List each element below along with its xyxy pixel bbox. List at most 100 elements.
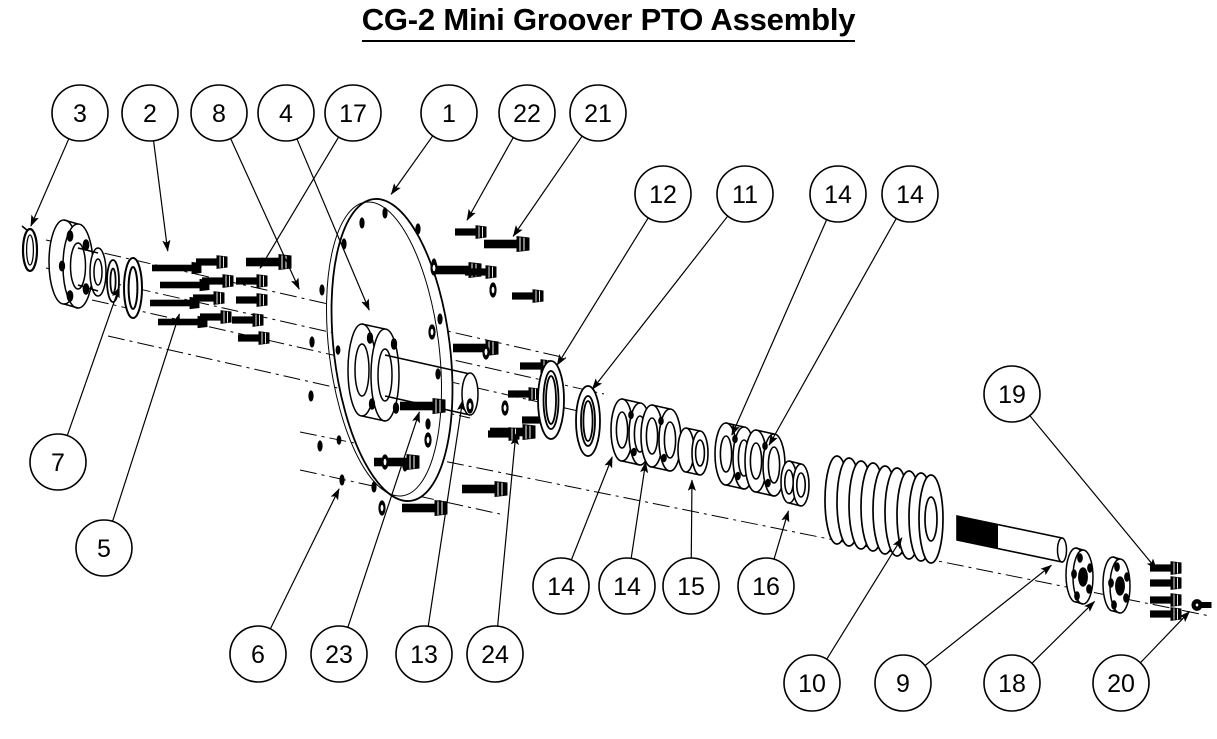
leader-line-2 [152, 140, 171, 252]
leader-line-7 [66, 286, 120, 436]
callout-circle-10[interactable] [783, 654, 841, 712]
callout-label-14: 14 [824, 181, 852, 209]
callout-label-18: 18 [998, 670, 1026, 698]
callout-circle-2[interactable] [121, 84, 179, 142]
callout-circle-16[interactable] [737, 557, 795, 615]
callout-14[interactable]: 14 [598, 461, 656, 615]
callout-4[interactable]: 4 [257, 84, 370, 311]
callout-circle-19[interactable] [983, 365, 1041, 423]
callout-1[interactable]: 1 [390, 84, 478, 195]
callout-2[interactable]: 2 [121, 84, 179, 252]
callout-label-10: 10 [798, 670, 826, 698]
callout-label-20: 20 [1107, 670, 1135, 698]
callout-circle-8[interactable] [190, 84, 248, 142]
callout-14[interactable]: 14 [731, 165, 867, 436]
callout-20[interactable]: 20 [1092, 611, 1191, 712]
callout-14[interactable]: 14 [532, 456, 613, 615]
callout-circle-12[interactable] [634, 165, 692, 223]
callout-17[interactable]: 17 [259, 84, 382, 269]
callout-21[interactable]: 21 [512, 84, 627, 237]
callout-label-14: 14 [896, 181, 924, 209]
callout-circle-3[interactable] [51, 84, 109, 142]
leader-line-4 [296, 138, 370, 311]
callout-circle-4[interactable] [257, 84, 315, 142]
callout-circle-9[interactable] [874, 654, 932, 712]
callout-label-1: 1 [442, 100, 456, 128]
callout-circle-7[interactable] [29, 433, 87, 491]
part-retaining-ring-3 [21, 225, 39, 273]
leader-line-24 [497, 433, 519, 627]
leader-line-8 [230, 138, 300, 290]
leader-line-13 [427, 399, 466, 627]
part-seal-ring-5 [123, 257, 143, 319]
callout-23[interactable]: 23 [310, 411, 420, 683]
part-bearing-spacer-15 [677, 427, 709, 476]
callout-14[interactable]: 14 [768, 165, 939, 446]
callout-circle-14[interactable] [532, 557, 590, 615]
leader-line-22 [466, 137, 514, 221]
part-threaded-shaft-9 [956, 515, 1068, 563]
callout-circle-21[interactable] [569, 84, 627, 142]
callout-circle-14[interactable] [881, 165, 939, 223]
callout-label-12: 12 [649, 181, 677, 209]
leader-line-3 [30, 138, 70, 227]
callout-circle-11[interactable] [716, 165, 774, 223]
callout-circle-23[interactable] [310, 625, 368, 683]
callout-label-17: 17 [339, 100, 367, 128]
callout-6[interactable]: 6 [229, 488, 340, 683]
callout-circle-1[interactable] [420, 84, 478, 142]
callout-12[interactable]: 12 [556, 165, 692, 366]
callout-9[interactable]: 9 [874, 564, 1052, 712]
callout-18[interactable]: 18 [983, 600, 1096, 712]
leader-line-10 [826, 537, 903, 660]
callout-label-16: 16 [752, 573, 780, 601]
part-seal-ring-12 [537, 360, 565, 440]
callout-circle-24[interactable] [466, 625, 524, 683]
callout-label-13: 13 [410, 641, 438, 669]
callout-13[interactable]: 13 [395, 399, 466, 683]
callout-label-15: 15 [677, 573, 705, 601]
part-end-cap-fastener-20 [1191, 599, 1212, 611]
callout-circle-15[interactable] [662, 557, 720, 615]
callout-circle-5[interactable] [75, 519, 133, 577]
leader-line-17 [259, 136, 340, 269]
leader-line-11 [591, 215, 729, 390]
callout-5[interactable]: 5 [75, 313, 180, 577]
callout-10[interactable]: 10 [783, 537, 903, 712]
page-title: CG-2 Mini Groover PTO Assembly [0, 2, 1217, 42]
callout-circle-14[interactable] [598, 557, 656, 615]
callout-circle-6[interactable] [229, 625, 287, 683]
callout-circle-20[interactable] [1092, 654, 1150, 712]
callout-label-11: 11 [732, 181, 758, 209]
part-coil-spring-10 [824, 455, 944, 564]
callout-label-3: 3 [73, 100, 87, 128]
callout-circle-18[interactable] [983, 654, 1041, 712]
callout-circle-13[interactable] [395, 625, 453, 683]
callout-3[interactable]: 3 [30, 84, 109, 227]
callout-16[interactable]: 16 [737, 510, 795, 615]
callout-label-5: 5 [97, 535, 111, 563]
callout-label-19: 19 [998, 381, 1026, 409]
callout-15[interactable]: 15 [662, 479, 720, 615]
part-end-flange-18a [1065, 547, 1094, 605]
callout-circle-17[interactable] [324, 84, 382, 142]
callout-circle-22[interactable] [498, 84, 556, 142]
callout-22[interactable]: 22 [466, 84, 556, 221]
part-end-flange-18b [1102, 556, 1131, 614]
callout-8[interactable]: 8 [190, 84, 300, 290]
callout-19[interactable]: 19 [983, 365, 1158, 570]
callout-label-14: 14 [613, 573, 641, 601]
callout-label-7: 7 [51, 449, 65, 477]
leader-line-14 [570, 456, 613, 561]
callout-label-9: 9 [896, 670, 910, 698]
callout-label-6: 6 [251, 641, 265, 669]
leader-line-15 [687, 479, 696, 559]
callout-label-22: 22 [513, 100, 541, 128]
callout-24[interactable]: 24 [466, 433, 524, 683]
callout-11[interactable]: 11 [591, 165, 774, 390]
callout-circle-14[interactable] [809, 165, 867, 223]
callout-7[interactable]: 7 [29, 286, 120, 491]
callout-label-24: 24 [481, 641, 509, 669]
